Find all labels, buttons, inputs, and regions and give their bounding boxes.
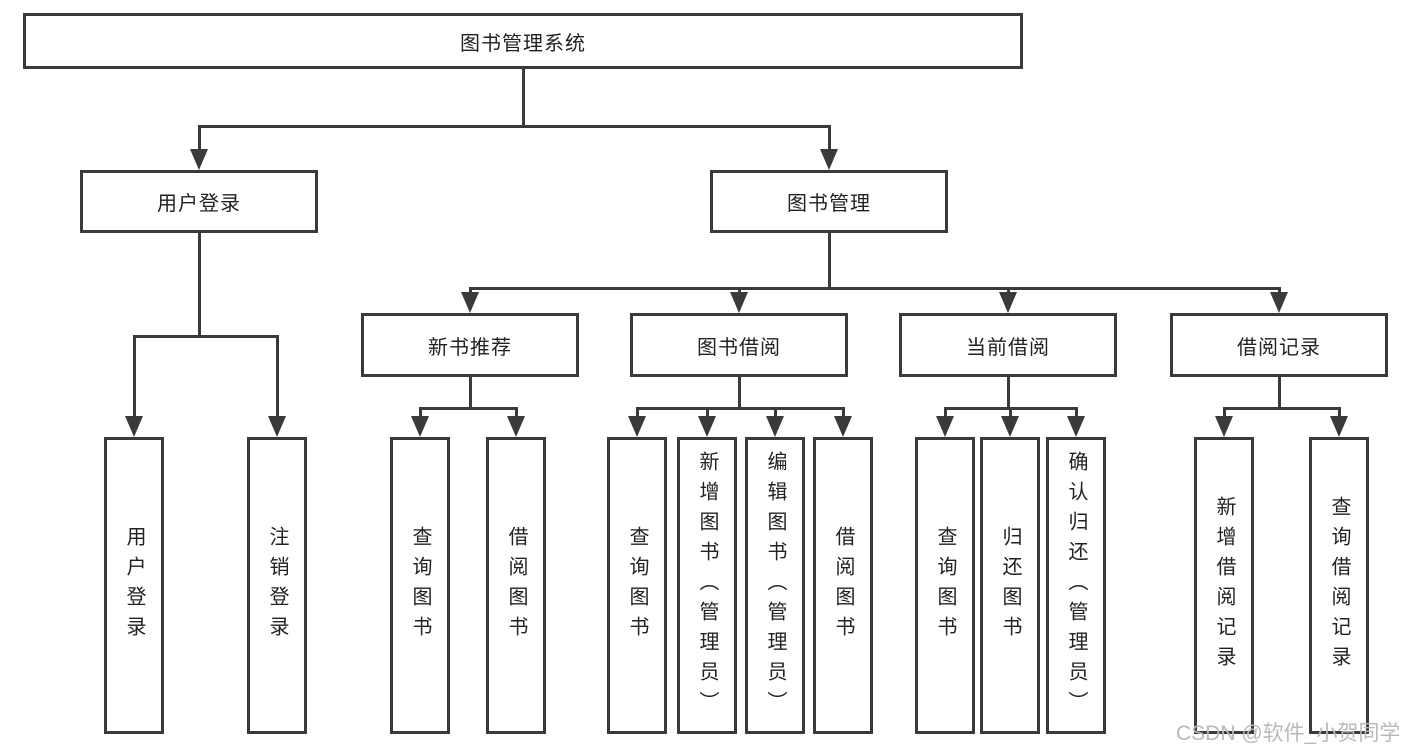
connector-line — [418, 407, 422, 423]
leaf-confirm-return-admin: 确认归还（管理员） — [1046, 437, 1106, 734]
leaf-label: 新增图书（管理员） — [696, 450, 718, 721]
connector-line — [418, 407, 518, 410]
node-current-borrowing: 当前借阅 — [899, 313, 1117, 377]
leaf-query-borrow-record: 查询借阅记录 — [1309, 437, 1369, 734]
leaf-query-books-current: 查询图书 — [915, 437, 975, 734]
connector-line — [1222, 407, 1226, 423]
arrowhead-down-icon — [190, 149, 208, 170]
node-label: 借阅记录 — [1237, 336, 1321, 359]
leaf-label: 确认归还（管理员） — [1065, 450, 1087, 721]
connector-line — [197, 233, 201, 338]
connector-line — [197, 125, 201, 156]
connector-line — [705, 407, 709, 423]
arrowhead-down-icon — [461, 292, 479, 313]
connector-line — [1277, 377, 1281, 410]
arrowhead-down-icon — [834, 416, 852, 437]
leaf-borrow-books: 借阅图书 — [813, 437, 873, 734]
leaf-label: 借阅图书 — [505, 525, 527, 646]
arrowhead-down-icon — [698, 416, 716, 437]
connector-line — [275, 335, 279, 423]
leaf-label: 注销登录 — [266, 525, 288, 646]
leaf-label: 查询图书 — [934, 525, 956, 646]
leaf-query-books-recommend: 查询图书 — [390, 437, 450, 734]
node-label: 图书借阅 — [697, 336, 781, 359]
arrowhead-down-icon — [507, 416, 525, 437]
arrowhead-down-icon — [1067, 416, 1085, 437]
node-label: 图书管理系统 — [460, 32, 586, 55]
node-label: 当前借阅 — [966, 336, 1050, 359]
leaf-label: 借阅图书 — [832, 525, 854, 646]
leaf-edit-books-admin: 编辑图书（管理员） — [745, 437, 805, 734]
connector-line — [1222, 407, 1341, 410]
arrowhead-down-icon — [820, 149, 838, 170]
connector-line — [773, 407, 777, 423]
leaf-return-books: 归还图书 — [980, 437, 1040, 734]
csdn-watermark: CSDN @软件_小贺同学 — [1176, 722, 1401, 745]
node-borrowing-records: 借阅记录 — [1170, 313, 1388, 377]
leaf-label: 用户登录 — [123, 525, 145, 646]
connector-line — [827, 125, 831, 156]
leaf-logout: 注销登录 — [247, 437, 307, 734]
connector-line — [635, 407, 639, 423]
arrowhead-down-icon — [628, 416, 646, 437]
connector-line — [1008, 407, 1012, 423]
arrowhead-down-icon — [411, 416, 429, 437]
arrowhead-down-icon — [1270, 292, 1288, 313]
arrowhead-down-icon — [1330, 416, 1348, 437]
leaf-label: 查询借阅记录 — [1328, 495, 1350, 676]
connector-line — [943, 407, 947, 423]
leaf-add-books-admin: 新增图书（管理员） — [677, 437, 737, 734]
connector-line — [132, 335, 279, 338]
arrowhead-down-icon — [125, 416, 143, 437]
leaf-add-borrow-record: 新增借阅记录 — [1194, 437, 1254, 734]
arrowhead-down-icon — [999, 292, 1017, 313]
node-label: 用户登录 — [157, 193, 241, 215]
arrowhead-down-icon — [766, 416, 784, 437]
arrowhead-down-icon — [268, 416, 286, 437]
node-new-book-recommendation: 新书推荐 — [361, 313, 579, 377]
leaf-label: 查询图书 — [409, 525, 431, 646]
connector-line — [132, 335, 136, 423]
connector-line — [1337, 407, 1341, 423]
arrowhead-down-icon — [730, 292, 748, 313]
connector-line — [521, 69, 525, 128]
connector-line — [635, 407, 845, 410]
connector-line — [514, 407, 518, 423]
leaf-label: 新增借阅记录 — [1213, 495, 1235, 676]
leaf-label: 编辑图书（管理员） — [764, 450, 786, 721]
connector-line — [1006, 377, 1010, 410]
connector-line — [468, 377, 472, 410]
connector-line — [841, 407, 845, 423]
connector-line — [737, 377, 741, 410]
node-library-management-system: 图书管理系统 — [23, 13, 1023, 69]
connector-line — [468, 287, 1281, 290]
node-user-login: 用户登录 — [80, 170, 318, 233]
node-book-management: 图书管理 — [710, 170, 948, 233]
leaf-label: 查询图书 — [626, 525, 648, 646]
connector-line — [1074, 407, 1078, 423]
node-label: 图书管理 — [787, 193, 871, 215]
node-label: 新书推荐 — [428, 336, 512, 359]
arrowhead-down-icon — [1215, 416, 1233, 437]
leaf-label: 归还图书 — [999, 525, 1021, 646]
arrowhead-down-icon — [1001, 416, 1019, 437]
leaf-borrow-books-recommend: 借阅图书 — [486, 437, 546, 734]
node-book-borrowing: 图书借阅 — [630, 313, 848, 377]
leaf-query-books-borrow: 查询图书 — [607, 437, 667, 734]
connector-line — [197, 125, 831, 128]
connector-line — [827, 233, 831, 290]
arrowhead-down-icon — [936, 416, 954, 437]
leaf-user-login: 用户登录 — [104, 437, 164, 734]
